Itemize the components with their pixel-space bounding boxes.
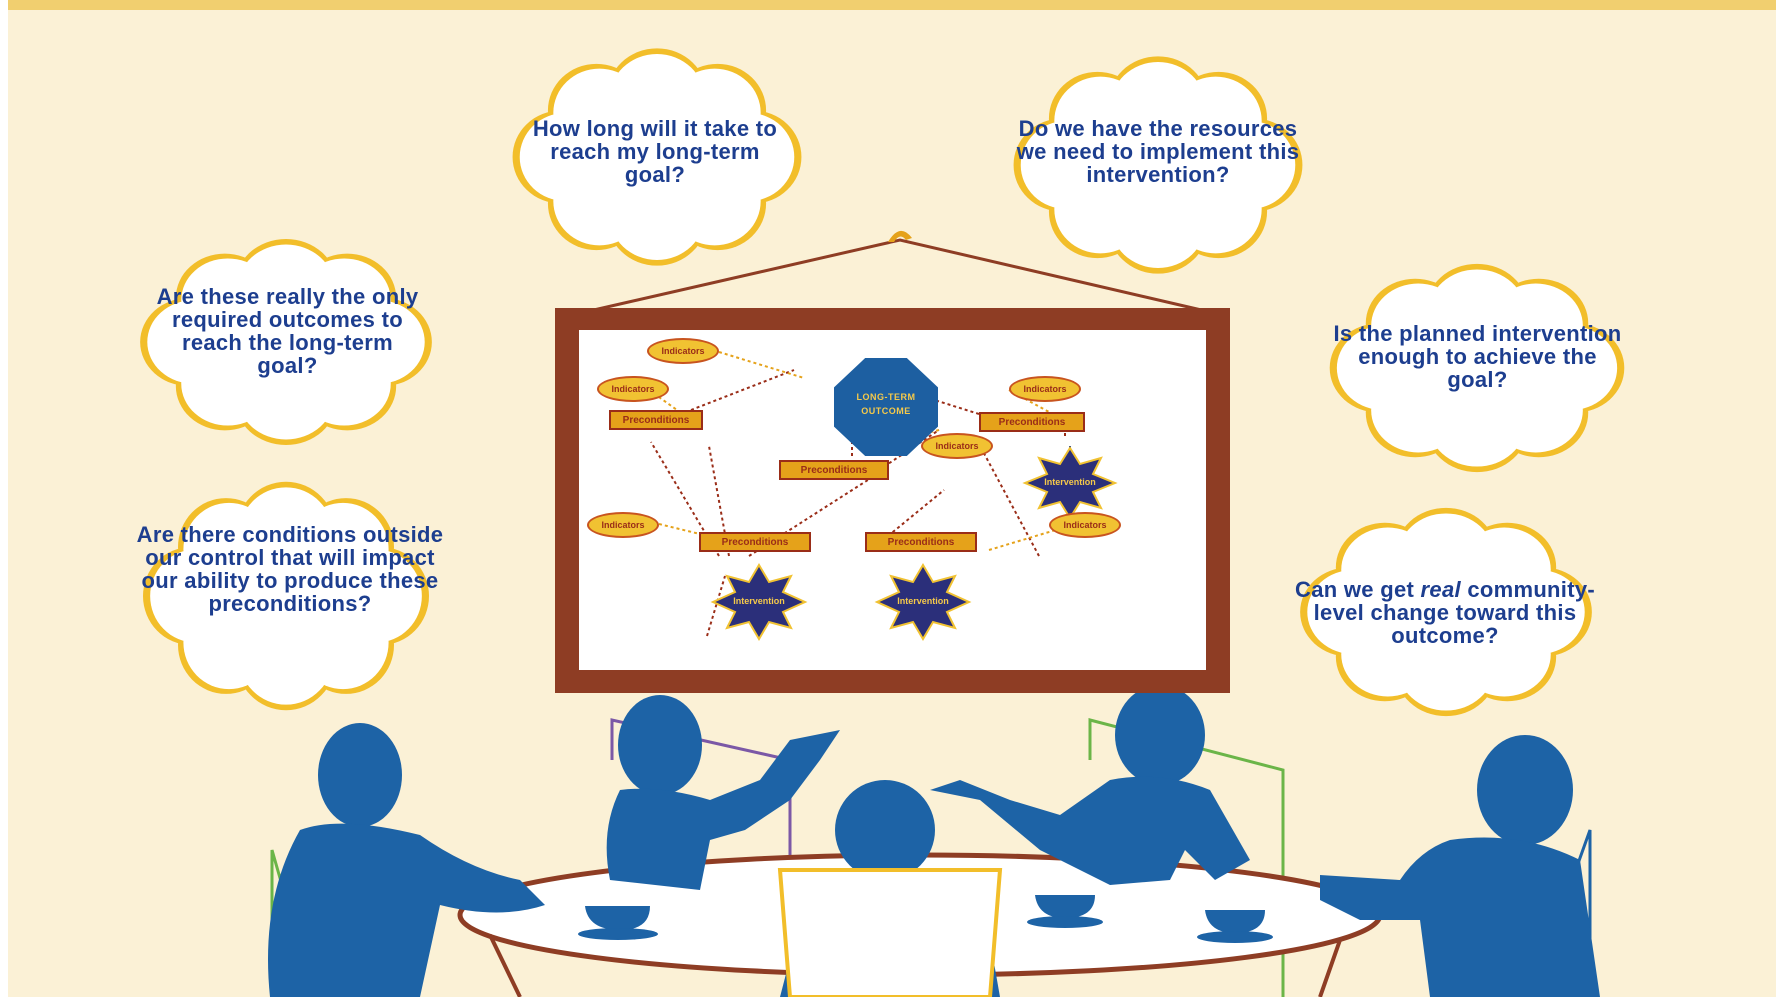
real-change-em: real [1420,577,1461,602]
real-change-pre: Can we get [1295,577,1421,602]
intervention-star-2 [874,563,972,641]
preconditions-box: Preconditions [609,410,703,430]
preconditions-box: Preconditions [979,412,1085,432]
poster-arrows [648,351,1118,641]
front-chair [777,868,1003,997]
question-enough: Is the planned intervention enough to ac… [1333,321,1622,392]
poster-canvas: LONG-TERM OUTCOME Indicators Indicators … [579,330,1206,670]
question-real-change: Can we get real community-level change t… [1290,578,1600,647]
outcome-line2: OUTCOME [861,406,911,416]
top-border [0,0,1776,10]
intervention-star-1 [710,563,808,641]
long-term-outcome-label: LONG-TERM OUTCOME [834,390,938,418]
cup-icon [585,906,650,930]
question-how-long: How long will it take to reach my long-t… [532,116,778,187]
indicators-oval: Indicators [921,433,993,459]
intervention-label: Intervention [1044,477,1096,487]
intervention-label: Intervention [733,596,785,606]
question-only-outcomes: Are these really the only required outco… [156,284,419,378]
poster: LONG-TERM OUTCOME Indicators Indicators … [555,308,1230,693]
person-back-left [606,695,840,890]
preconditions-box: Preconditions [779,460,889,480]
long-term-outcome-octagon [834,358,938,456]
indicators-oval: Indicators [1009,376,1081,402]
cup-icon [1035,895,1095,918]
outcome-line1: LONG-TERM [856,392,916,402]
real-change-post: community-level change toward this outco… [1313,577,1595,648]
left-margin [0,0,8,997]
indicators-oval: Indicators [1049,512,1121,538]
indicators-oval: Indicators [597,376,669,402]
question-conditions: Are there conditions outside our control… [136,522,444,616]
cups [578,895,1273,943]
indicators-oval: Indicators [647,338,719,364]
intervention-label: Intervention [897,596,949,606]
person-right [1320,735,1600,997]
cup-icon [1205,910,1265,933]
poster-hanger [584,230,1211,314]
question-resources: Do we have the resources we need to impl… [1016,116,1300,187]
preconditions-box: Preconditions [699,532,811,552]
person-left [268,723,545,997]
indicators-oval: Indicators [587,512,659,538]
hook-icon [888,230,912,242]
person-back-right [930,685,1250,885]
preconditions-box: Preconditions [865,532,977,552]
